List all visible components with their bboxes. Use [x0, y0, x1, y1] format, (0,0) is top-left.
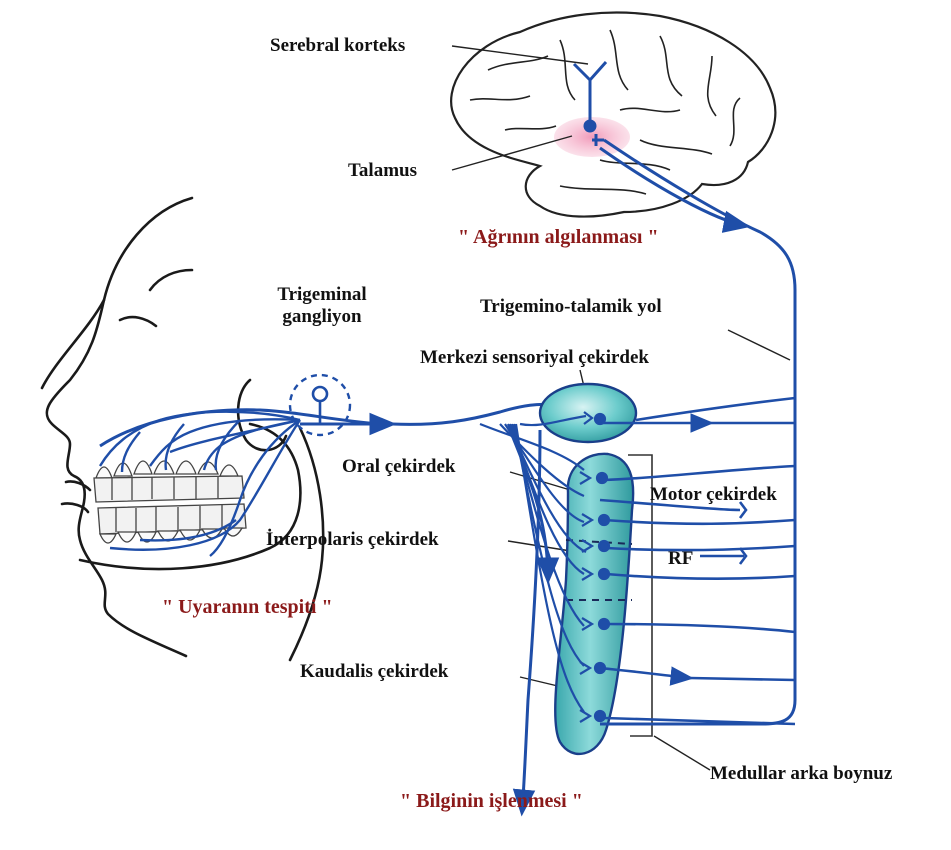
trigeminal-ganglion	[290, 375, 350, 435]
label-thalamus: Talamus	[348, 160, 417, 182]
label-trigeminal-ganglion: Trigeminal gangliyon	[262, 284, 382, 328]
brain	[451, 13, 775, 217]
label-oral-nucleus: Oral çekirdek	[342, 456, 455, 478]
label-pain-perception: " Ağrının algılanması "	[458, 226, 659, 249]
spinal-trigeminal-nucleus	[555, 454, 633, 754]
label-reticular-formation: RF	[668, 548, 693, 570]
label-trigeminothalamic-tract: Trigemino-talamik yol	[480, 296, 662, 318]
label-ganglion-line-1: Trigeminal	[262, 284, 382, 306]
label-main-sensory-nucleus: Merkezi sensoriyal çekirdek	[420, 347, 649, 369]
label-medullary-dorsal-horn: Medullar arka boynuz	[710, 763, 892, 785]
face-outline	[47, 198, 192, 656]
label-information-processing: " Bilginin işlenmesi "	[400, 790, 583, 813]
label-caudal-nucleus: Kaudalis çekirdek	[300, 661, 448, 683]
label-ganglion-line-2: gangliyon	[262, 306, 382, 328]
upper-teeth	[94, 461, 244, 502]
main-sensory-nucleus	[540, 384, 636, 442]
head-profile	[42, 198, 323, 660]
label-motor-nucleus: Motor çekirdek	[650, 484, 777, 506]
label-cerebral-cortex: Serebral korteks	[270, 35, 405, 57]
ganglion-cell-body	[313, 387, 327, 401]
brain-outline	[451, 13, 775, 217]
label-stimulus-detection: " Uyaranın tespiti "	[162, 596, 333, 619]
eye	[120, 317, 156, 326]
label-interpolar-nucleus: İnterpolaris çekirdek	[266, 529, 439, 551]
